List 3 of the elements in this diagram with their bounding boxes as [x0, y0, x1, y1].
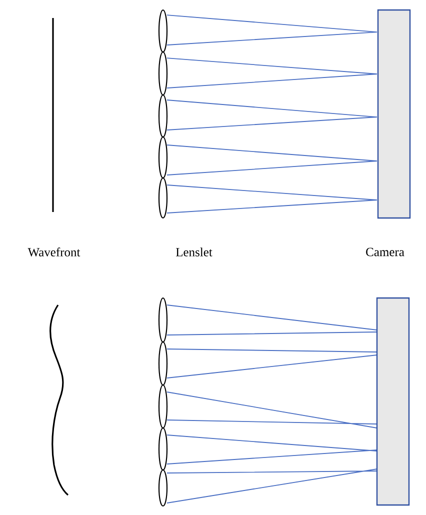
axis-label: Camera — [366, 248, 404, 256]
axis-label: Lenslet — [176, 248, 212, 256]
axis-label: Wavefront — [28, 248, 80, 256]
